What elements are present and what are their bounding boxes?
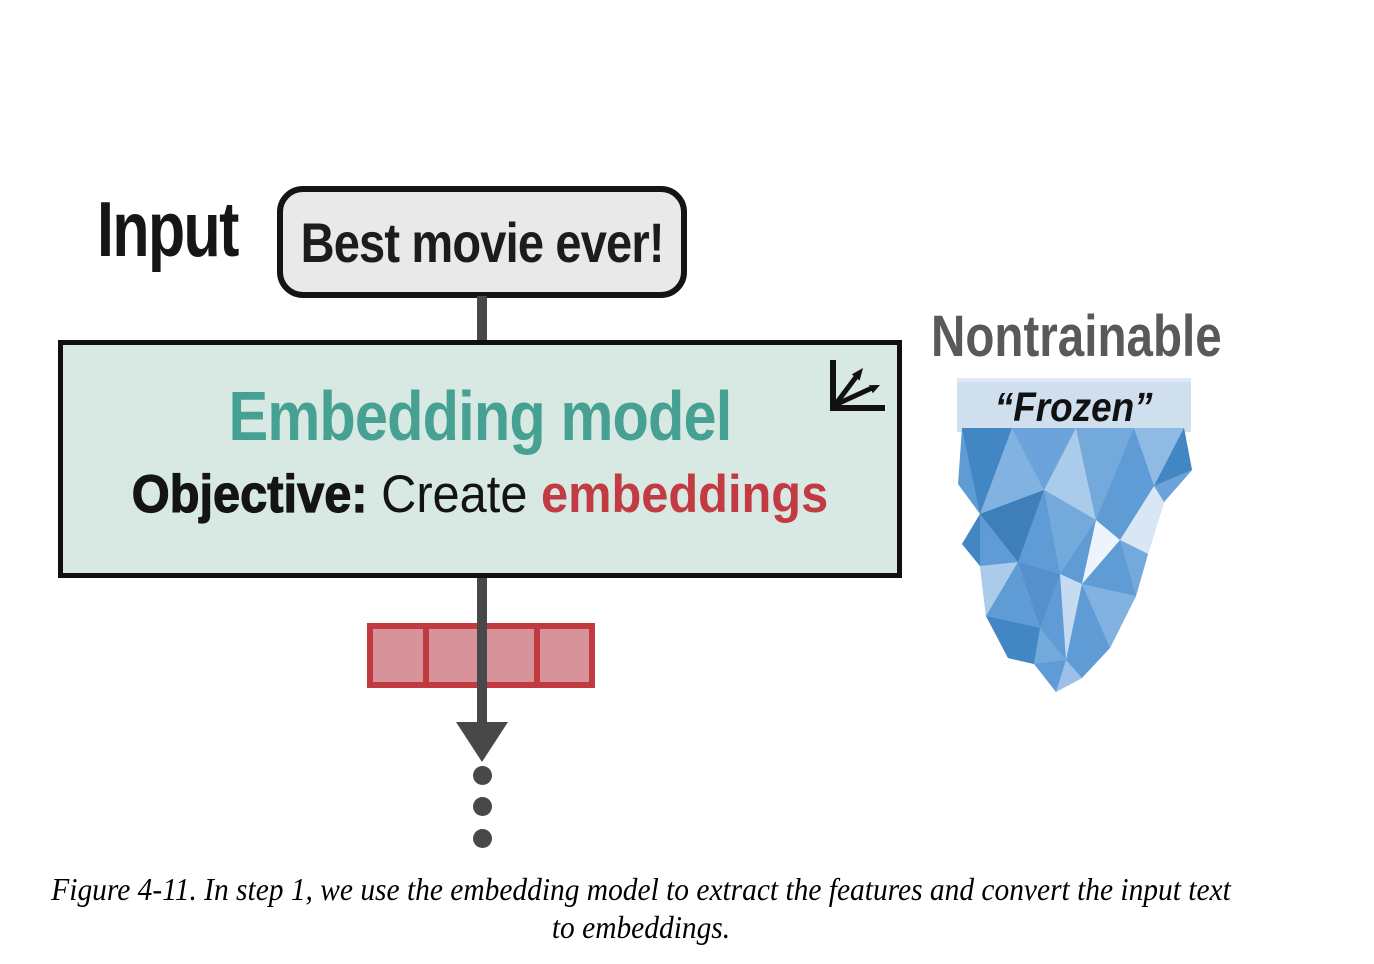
- continuation-dot: [473, 797, 492, 816]
- embedding-cell: [429, 629, 484, 682]
- frozen-label: “Frozen”: [995, 383, 1153, 430]
- embedding-cell: [373, 629, 429, 682]
- objective-text: Create: [367, 465, 542, 524]
- frozen-band: “Frozen”: [957, 378, 1191, 432]
- embedding-model-title: Embedding model: [228, 377, 733, 455]
- vector-axes-icon: [830, 360, 885, 411]
- continuation-dot: [473, 766, 492, 785]
- objective-label: Objective:: [131, 465, 368, 524]
- caption-line-1: Figure 4-11. In step 1, we use the embed…: [51, 871, 1231, 907]
- down-arrow-icon: [456, 722, 508, 762]
- caption-line-2: to embeddings.: [551, 909, 731, 945]
- input-text-box: Best movie ever!: [277, 186, 687, 298]
- figure-caption: Figure 4-11. In step 1, we use the embed…: [0, 870, 1282, 946]
- embedding-model-box: Embedding model Objective: Create embedd…: [58, 340, 902, 578]
- embedding-cell: [540, 629, 590, 682]
- embedding-cell: [484, 629, 540, 682]
- continuation-dot: [473, 829, 492, 848]
- nontrainable-label: Nontrainable: [931, 304, 1222, 369]
- input-label: Input: [97, 185, 239, 273]
- input-text: Best movie ever!: [300, 210, 664, 274]
- objective-line: Objective: Create embeddings: [96, 465, 863, 524]
- objective-highlight: embeddings: [541, 465, 829, 524]
- iceberg-icon: [958, 428, 1192, 692]
- connector-bottom-line: [477, 578, 487, 724]
- connector-top-line: [477, 296, 487, 342]
